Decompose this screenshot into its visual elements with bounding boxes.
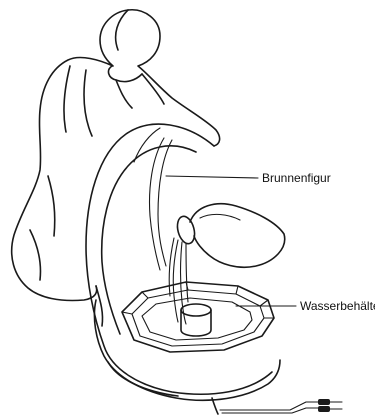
- leader-line-figure: [166, 176, 258, 178]
- connector-top: [318, 399, 330, 405]
- label-wasserbehaelter: Wasserbehälter: [300, 299, 375, 313]
- water-stream: [169, 238, 188, 324]
- power-cable: [220, 399, 342, 413]
- figure-body: [12, 10, 220, 326]
- connector-bottom: [318, 406, 330, 412]
- label-brunnenfigur: Brunnenfigur: [262, 171, 331, 185]
- pump-cylinder: [181, 304, 211, 336]
- water-container: [122, 282, 274, 352]
- fountain-base: [94, 300, 280, 414]
- fountain-shell: [86, 124, 272, 394]
- jug: [175, 204, 285, 268]
